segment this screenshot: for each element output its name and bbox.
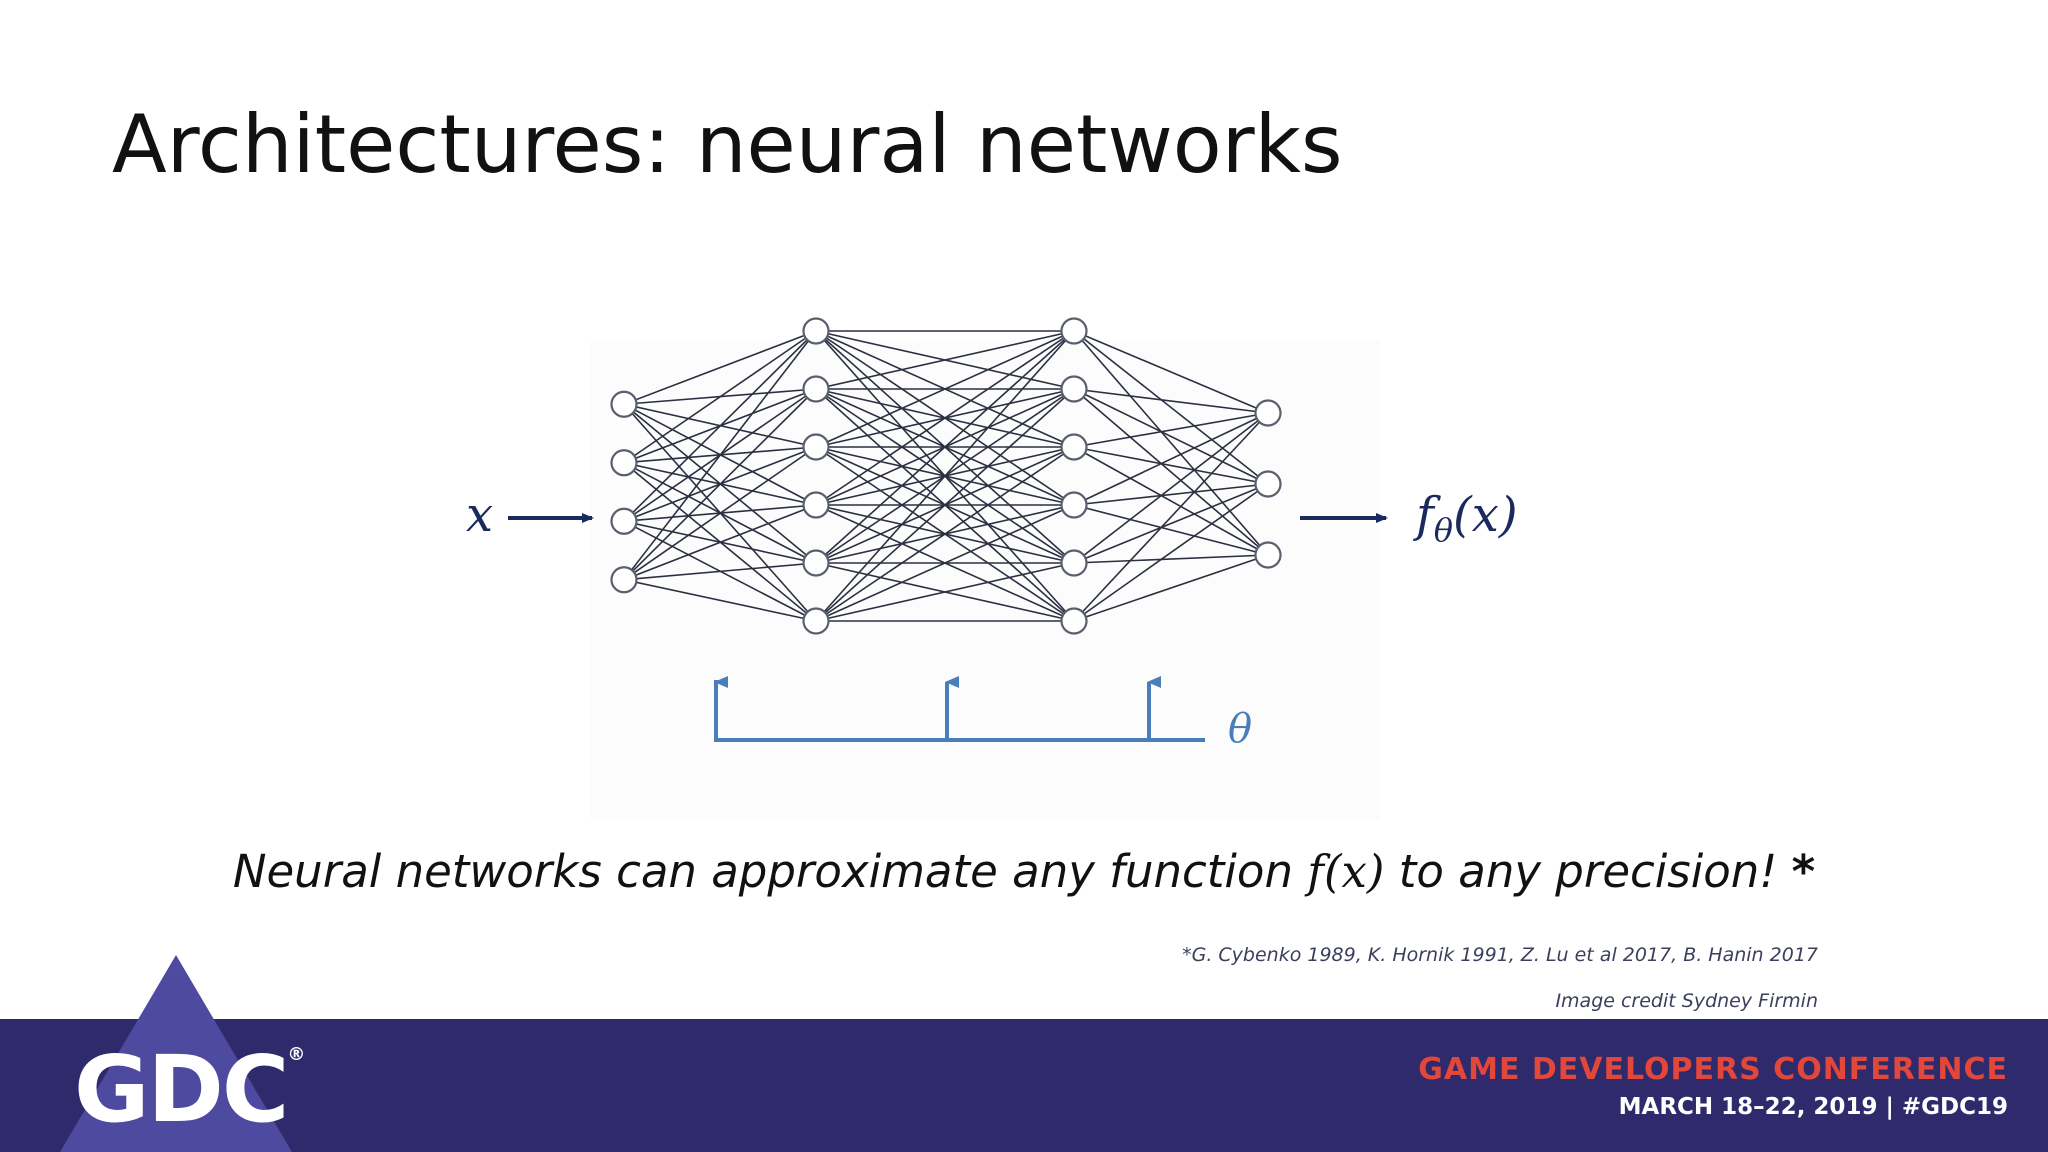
network-edge — [1073, 554, 1269, 564]
network-edge — [815, 504, 1075, 622]
network-edge — [815, 330, 1075, 622]
citation: *G. Cybenko 1989, K. Hornik 1991, Z. Lu … — [1182, 944, 1818, 966]
network-edge — [815, 330, 1075, 564]
input-label: x — [466, 487, 493, 543]
gdc-logo-text: GDC — [74, 1036, 289, 1143]
network-edge — [623, 562, 817, 581]
network-node-layer-2 — [802, 375, 830, 403]
network-edge — [815, 330, 1075, 506]
network-edges — [623, 330, 1269, 622]
network-node-layer-2 — [802, 491, 830, 519]
network-node-layer-1 — [610, 390, 638, 418]
image-credit: Image credit Sydney Firmin — [1555, 990, 1818, 1012]
network-edge — [1073, 330, 1269, 485]
network-edge — [1073, 412, 1269, 448]
network-edge — [623, 330, 817, 581]
network-edge — [1073, 388, 1269, 485]
footer-banner — [0, 1019, 2048, 1152]
network-node-layer-2 — [802, 549, 830, 577]
network-node-layer-4 — [1254, 399, 1282, 427]
network-node-layer-1 — [610, 507, 638, 535]
network-edge — [1073, 446, 1269, 485]
network-edge — [815, 330, 1075, 390]
network-edge — [1073, 483, 1269, 506]
network-edge — [1073, 446, 1269, 556]
network-edge — [1073, 504, 1269, 556]
network-edge — [815, 446, 1075, 622]
network-node-layer-3 — [1060, 607, 1088, 635]
network-edge — [1073, 412, 1269, 622]
network-edge — [1073, 412, 1269, 506]
network-node-layer-3 — [1060, 317, 1088, 345]
parameter-bracket — [714, 676, 1205, 742]
output-label-arg: (x) — [1453, 487, 1518, 543]
network-node-layer-4 — [1254, 470, 1282, 498]
network-edge — [623, 330, 817, 464]
output-label: fθ(x) — [1413, 487, 1518, 549]
statement-text-before: Neural networks can approximate any func… — [232, 845, 1308, 898]
network-node-layer-4 — [1254, 541, 1282, 569]
network-edge — [1073, 330, 1269, 414]
network-edge — [1073, 554, 1269, 622]
gdc-logo: GDC® — [74, 1036, 305, 1143]
network-edge — [815, 388, 1075, 622]
network-edge — [623, 504, 817, 581]
network-node-layer-1 — [610, 449, 638, 477]
network-node-layer-3 — [1060, 433, 1088, 461]
statement-function: f(x) — [1307, 845, 1385, 898]
approximation-statement: Neural networks can approximate any func… — [0, 845, 2048, 898]
conference-name: GAME DEVELOPERS CONFERENCE — [1418, 1052, 2008, 1087]
network-edge — [815, 330, 1075, 448]
network-node-layer-2 — [802, 607, 830, 635]
network-node-layer-2 — [802, 433, 830, 461]
network-edge — [623, 330, 817, 405]
network-edge — [815, 562, 1075, 622]
statement-star: * — [1791, 845, 1816, 898]
network-node-layer-3 — [1060, 549, 1088, 577]
conference-dates: MARCH 18–22, 2019 | #GDC19 — [1618, 1094, 2008, 1120]
network-edge — [623, 578, 817, 622]
network-edge — [1073, 483, 1269, 564]
network-edge — [1073, 388, 1269, 414]
network-edge — [1073, 483, 1269, 622]
network-edge — [623, 330, 817, 522]
output-label-sub: θ — [1434, 511, 1453, 549]
gdc-logo-mark: ® — [287, 1044, 305, 1065]
parameter-label: θ — [1228, 706, 1252, 752]
network-edge — [623, 446, 817, 581]
network-node-layer-3 — [1060, 491, 1088, 519]
network-edge — [1073, 388, 1269, 556]
network-node-layer-3 — [1060, 375, 1088, 403]
network-edge — [1073, 412, 1269, 564]
gdc-triangle-logo — [60, 955, 292, 1152]
network-node-layer-1 — [610, 566, 638, 594]
network-node-layer-2 — [802, 317, 830, 345]
slide-title: Architectures: neural networks — [112, 98, 1343, 191]
network-edge — [623, 388, 817, 581]
statement-text-after: to any precision! — [1384, 845, 1792, 898]
network-edge — [1073, 330, 1269, 556]
network-nodes — [610, 317, 1282, 635]
